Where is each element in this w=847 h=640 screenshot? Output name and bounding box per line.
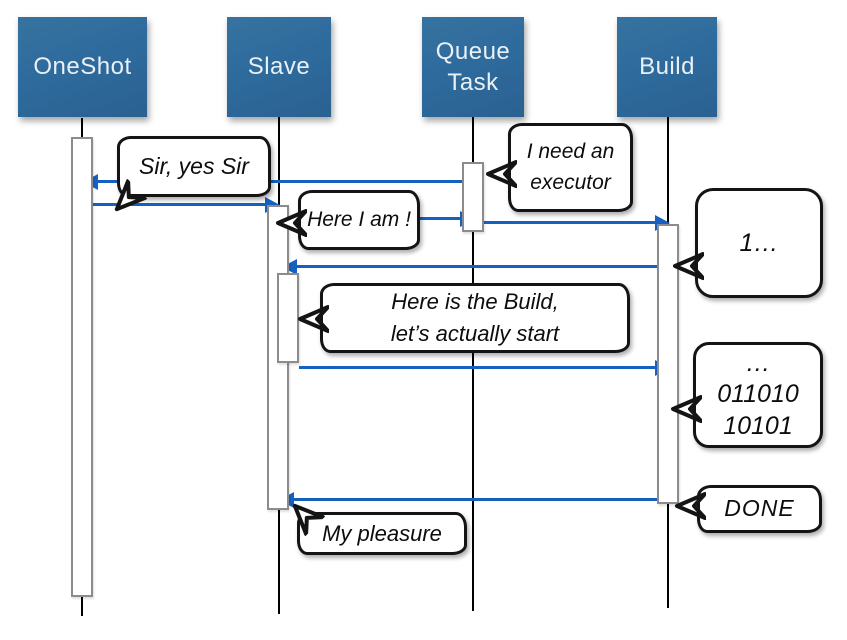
message-arrow-start-build	[299, 359, 670, 376]
build-lifeline-bottom	[667, 503, 669, 608]
queue-task-lifeline-top	[472, 117, 474, 163]
bubble-tail-icon	[298, 305, 329, 333]
bubble-tail-icon	[673, 252, 704, 280]
slave-lifeline-bottom	[278, 509, 280, 614]
actor-box-build: Build	[617, 17, 717, 117]
bubble-text: … 011010 10101	[717, 349, 799, 440]
build-activation-bar	[657, 224, 679, 504]
oneshot-activation-bar	[71, 137, 93, 597]
actor-label-oneshot: OneShot	[33, 53, 132, 81]
bubble-tail-icon	[486, 160, 517, 188]
message-arrow-queue-to-build	[484, 214, 670, 231]
bubble-text: 1…	[739, 228, 779, 257]
build-lifeline-top	[667, 117, 669, 225]
bubble-text: Here is the Build, let’s actually start	[390, 289, 560, 346]
bubble-tail-icon	[276, 209, 307, 237]
actor-label-build: Build	[639, 53, 695, 81]
bubble-tail-icon	[292, 503, 326, 537]
speech-bubble-one-ellipsis: 1…	[673, 188, 823, 298]
bubble-text: My pleasure	[322, 520, 442, 546]
queue-task-activation-bar	[462, 162, 484, 232]
bubble-tail-icon	[671, 395, 702, 423]
oneshot-lifeline-top	[81, 118, 83, 138]
speech-bubble-sir-yes-sir: Sir, yes Sir	[114, 136, 271, 212]
oneshot-lifeline-bottom	[81, 595, 83, 616]
queue-task-lifeline-bottom	[472, 231, 474, 611]
slave-nested-activation-bar	[277, 273, 299, 363]
speech-bubble-here-is-the-build: Here is the Build, let’s actually start	[298, 283, 630, 353]
speech-bubble-my-pleasure: My pleasure	[292, 503, 467, 555]
bubble-text: I need an executor	[526, 140, 615, 194]
speech-bubble-binary-stream: … 011010 10101	[671, 342, 823, 448]
actor-box-queue-task: Queue Task	[422, 17, 524, 117]
bubble-text: Sir, yes Sir	[139, 152, 249, 179]
bubble-tail-icon	[675, 492, 706, 520]
speech-bubble-here-i-am: Here I am !	[276, 190, 420, 250]
bubble-text: Here I am !	[307, 207, 411, 231]
actor-label-slave: Slave	[247, 53, 311, 81]
bubble-text: DONE	[724, 495, 795, 522]
message-arrow-done	[279, 491, 657, 508]
message-arrow-build-reply	[282, 258, 657, 275]
actor-label-queue-task: Queue Task	[435, 37, 511, 96]
slave-lifeline-top	[278, 117, 280, 206]
speech-bubble-done: DONE	[675, 485, 822, 533]
speech-bubble-i-need-an-executor: I need an executor	[486, 123, 633, 212]
actor-box-slave: Slave	[227, 17, 331, 117]
bubble-tail-icon	[114, 178, 148, 212]
actor-box-oneshot: OneShot	[18, 17, 147, 117]
